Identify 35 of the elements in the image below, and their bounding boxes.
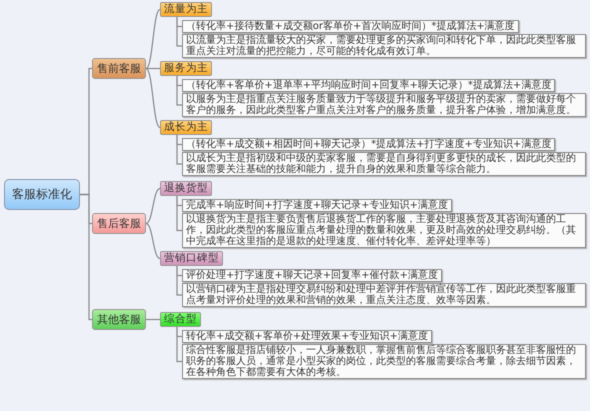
connector-line <box>146 9 160 69</box>
description-note: 以营销口碑为主是指处理交易纠纷和处理中差评并作营销宣传等工作，因此此类型客服重点考量对评价处理的效果和营销的效果，重点关注态度、效率等因素。 <box>182 283 586 307</box>
description-note: 以退换货为主是指主要负责售后退换货工作的客服，主要处理退换货及其咨询沟通的工作，因此此类型的客服应重点考量处理的数量和效果，更及时高效的处理交易纠纷。（其中完成率在这里指的是退款的处理速度、催付转化率、差评处理率等） <box>182 213 586 248</box>
connector-line <box>146 68 160 128</box>
connector-line <box>146 68 160 70</box>
description-note: 以服务为主是指重点关注服务质量致力于等级提升和服务平级提升的卖家，需要做好每个客户的服务，因此此类型客户重点关注对客户的服务质量，提升客户体验，增加满意度。 <box>182 93 586 117</box>
connector-line <box>176 17 182 47</box>
subtopic: 成长为主 <box>160 120 212 135</box>
formula-note: 评价处理+打字速度+聊天记录+回复率+催付款+满意度 <box>182 269 442 282</box>
connector-line <box>80 194 92 320</box>
formula-note: （转化率+接待数量+成交额or客单价+首次响应时间）*提成算法+满意度 <box>182 20 519 33</box>
branch-topic: 售前客服 <box>92 58 146 79</box>
connector-line <box>146 222 160 260</box>
description-note: 以流量为主是指流量较大的买家，需要处理更多的买家询问和转化下单，因此此类型客服重点关注对流量的把控能力，尽可能的转化成有效订单。 <box>182 34 586 58</box>
connector-line <box>176 76 182 106</box>
branch-topic: 售后客服 <box>92 213 146 234</box>
connector-line <box>176 266 182 296</box>
formula-note: （转化率+客单价+退单率+平均响应时间+回复率+聊天记录）*提成算法+满意度 <box>182 79 556 92</box>
subtopic: 营销口碑型 <box>160 251 223 266</box>
root-topic: 客服标准化 <box>4 178 80 210</box>
subtopic: 流量为主 <box>160 2 212 17</box>
branch-topic: 其他客服 <box>92 309 146 330</box>
subtopic: 退换货型 <box>160 181 212 196</box>
connector-line <box>176 327 182 362</box>
subtopic: 综合型 <box>160 312 201 327</box>
connector-line <box>146 318 160 320</box>
connector-line <box>146 188 160 224</box>
connector-line <box>176 196 182 232</box>
formula-note: （转化率+成交额+相因时间+聊天记录）*提成算法+打字速度+专业知识+满意度 <box>182 138 556 151</box>
formula-note: 完成率+响应时间+打字速度+聊天记录+专业知识+满意度 <box>182 199 452 212</box>
formula-note: 转化率+成交额+客单价+处理效果+专业知识+满意度 <box>182 330 432 343</box>
description-note: 以成长为主是指初级和中级的卖家客服，需要是自身得到更多更快的成长，因此此类型的客服需要关注基础的技能和能力，提升自身的效果和质量等综合能力。 <box>182 152 586 176</box>
subtopic: 服务为主 <box>160 61 212 76</box>
description-note: 综合性客服是指店铺较小，一人身兼数职，掌握售前售后等综合客服职务甚至非客服性的职务的客服人员，通常是小型买家的岗位，此类型的客服需要综合考量，除去细节因素，在各种角色下都需要有大体的考核。 <box>182 344 586 379</box>
connector-line <box>176 135 182 165</box>
